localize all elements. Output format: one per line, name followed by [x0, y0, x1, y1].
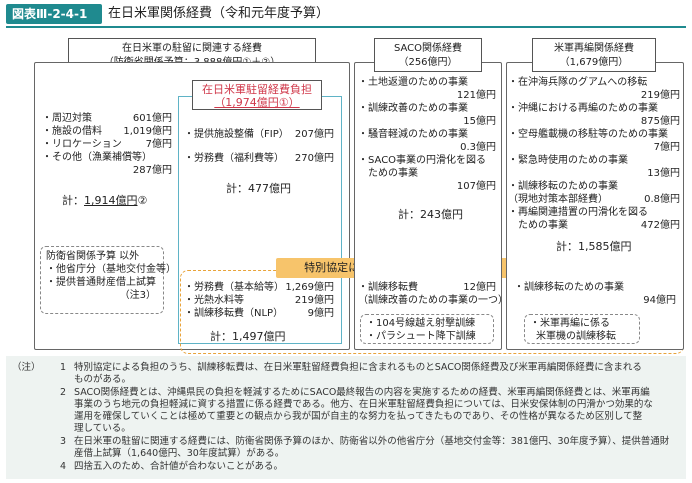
- hns-title-box: 在日米軍駐留経費負担 （1,974億円①）: [192, 80, 322, 110]
- saco-item-value: 0.3億円: [460, 142, 496, 153]
- figure-title: 在日米軍関係経費（令和元年度予算）: [108, 6, 330, 21]
- realign-title-line2: （1,679億円）: [559, 57, 629, 68]
- realign-item-value: 0.8億円: [644, 194, 680, 205]
- col1-item-label: ・施設の借料: [42, 126, 102, 137]
- realign-total: 計：1,585億円: [556, 240, 632, 253]
- hns-item-label: ・提供施設整備（FIP）: [184, 129, 289, 140]
- saco-sub-box: [360, 314, 494, 344]
- realign-item-value: 7億円: [653, 142, 680, 153]
- realign-sma-label: ・訓練移転のための事業: [514, 282, 624, 293]
- col1-total: 計：1,914億円②: [62, 194, 148, 207]
- col1-item-value: 7億円: [145, 139, 172, 150]
- realign-item-label: ・訓練移転のための事業: [508, 181, 618, 192]
- saco-sub-item: ・104号線越え射撃訓練: [366, 318, 476, 329]
- hns-sma-item-label: ・訓練移転費（NLP）: [184, 308, 284, 319]
- col1-other-ministries-box: [40, 246, 164, 314]
- realign-item-label: （現地対策本部経費）: [508, 194, 608, 205]
- col1-other-line: 防衛省関係予算 以外: [46, 251, 140, 262]
- saco-title-box: SACO関係経費 （256億円）: [374, 38, 482, 72]
- note-number: 4: [60, 461, 67, 472]
- realign-item-label: ・在沖海兵隊のグアムへの移転: [508, 77, 648, 88]
- hns-item-label: ・労務費（福利費等）: [184, 153, 284, 164]
- realign-frame: [506, 62, 684, 350]
- col1-item-label: ・周辺対策: [42, 113, 92, 124]
- saco-sub-item: ・パラシュート降下訓練: [366, 331, 476, 342]
- realign-item-label: ・空母艦載機の移駐等のための事業: [508, 129, 668, 140]
- notes-panel: [6, 356, 686, 479]
- col1-other-line: ・提供普通財産借上試算: [46, 277, 156, 288]
- realign-sub-item: 米軍機の訓練移転: [536, 331, 616, 342]
- col1-item-value: 287億円: [132, 165, 172, 176]
- saco-frame: [354, 62, 502, 350]
- note-line: 運用を確保していくことは極めて重要との観点から我が国が自主的な努力を払ってきたも…: [74, 411, 643, 422]
- realign-sub-item: ・米軍再編に係る: [530, 318, 610, 329]
- realign-title-box: 米軍再編関係経費 （1,679億円）: [532, 38, 656, 72]
- hns-title-line2: （1,974億円①）: [214, 96, 300, 109]
- hns-sma-total: 計：1,497億円: [210, 330, 286, 343]
- realign-item-label: ・再編関連措置の円滑化を図る: [508, 207, 648, 218]
- col1-item-label: ・その他（漁業補償等）: [42, 152, 152, 163]
- note-number: 2: [60, 387, 67, 398]
- saco-sma-note: （訓練改善のための事業の一つ）: [358, 295, 508, 306]
- col1-other-note: （注3）: [119, 290, 156, 301]
- saco-item-label: ・土地返還のための事業: [358, 77, 468, 88]
- figure-number-tag: 図表Ⅲ-2-4-1: [6, 4, 102, 24]
- col1-other-line: ・他省庁分（基地交付金等）: [46, 264, 176, 275]
- note-number: 3: [60, 436, 67, 447]
- realign-item-value: 875億円: [640, 116, 680, 127]
- saco-total: 計：243億円: [398, 208, 463, 221]
- col1-item-label: ・リロケーション: [42, 139, 122, 150]
- saco-sma-value: 12億円: [463, 282, 496, 293]
- realign-item-value: 219億円: [640, 90, 680, 101]
- saco-item-label: ・訓練改善のための事業: [358, 103, 468, 114]
- saco-item-label: ・SACO事業の円滑化を図る: [358, 155, 487, 166]
- col1-frame: [34, 62, 350, 350]
- note-line: 理している。: [74, 423, 131, 434]
- col1-title-line1: 在日米軍の駐留に関連する経費: [122, 43, 262, 54]
- saco-item-value: 107億円: [456, 181, 496, 192]
- hns-sma-item-label: ・労務費（基本給等）: [184, 282, 284, 293]
- note-line: 産借上試算（1,640億円、30年度試算）がある。: [74, 448, 285, 459]
- note-line: SACO関係経費とは、沖縄県民の負担を軽減するためにSACO最終報告の内容を実施…: [74, 387, 650, 398]
- saco-item-label: ための事業: [358, 168, 418, 179]
- hns-item-value: 270億円: [294, 153, 334, 164]
- saco-item-value: 15億円: [463, 116, 496, 127]
- note-line: 事業のうち地元の負担軽減に資する措置に係る経費である。他方、在日米軍駐留経費負担…: [74, 399, 653, 410]
- saco-item-label: ・騒音軽減のための事業: [358, 129, 468, 140]
- note-line: 在日米軍の駐留に関連する経費には、防衛省関係予算のほか、防衛省以外の他省庁分（基…: [74, 436, 670, 447]
- note-number: 1: [60, 362, 67, 373]
- realign-item-label: ・沖縄における再編のための事業: [508, 103, 658, 114]
- saco-title-line1: SACO関係経費: [393, 43, 463, 54]
- realign-sma-value: 94億円: [643, 295, 676, 306]
- col1-item-value: 601億円: [132, 113, 172, 124]
- saco-sma-label: ・訓練移転費: [358, 282, 418, 293]
- note-line: 特別協定による負担のうち、訓練移転費は、在日米軍駐留経費負担に含まれるものとSA…: [74, 362, 642, 373]
- hns-title-line1: 在日米軍駐留経費負担: [202, 83, 312, 96]
- hns-sma-item-value: 1,269億円: [285, 282, 334, 293]
- hns-total: 計：477億円: [226, 182, 291, 195]
- hns-item-value: 207億円: [294, 129, 334, 140]
- header-divider: [6, 26, 686, 28]
- realign-item-label: ・緊急時使用のための事業: [508, 155, 628, 166]
- realign-sub-box: [524, 314, 640, 344]
- hns-sma-item-label: ・光熱水料等: [184, 295, 244, 306]
- realign-item-value: 472億円: [640, 220, 680, 231]
- note-line: 四捨五入のため、合計値が合わないことがある。: [74, 461, 284, 472]
- realign-title-line1: 米軍再編関係経費: [554, 43, 634, 54]
- saco-item-value: 121億円: [456, 90, 496, 101]
- notes-label: （注）: [12, 362, 41, 373]
- col1-item-value: 1,019億円: [123, 126, 172, 137]
- note-line: ものがある。: [74, 374, 132, 385]
- hns-sma-item-value: 219億円: [294, 295, 334, 306]
- saco-title-line2: （256億円）: [398, 57, 458, 68]
- hns-sma-item-value: 9億円: [307, 308, 334, 319]
- realign-item-value: 13億円: [647, 168, 680, 179]
- realign-item-label: ための事業: [508, 220, 568, 231]
